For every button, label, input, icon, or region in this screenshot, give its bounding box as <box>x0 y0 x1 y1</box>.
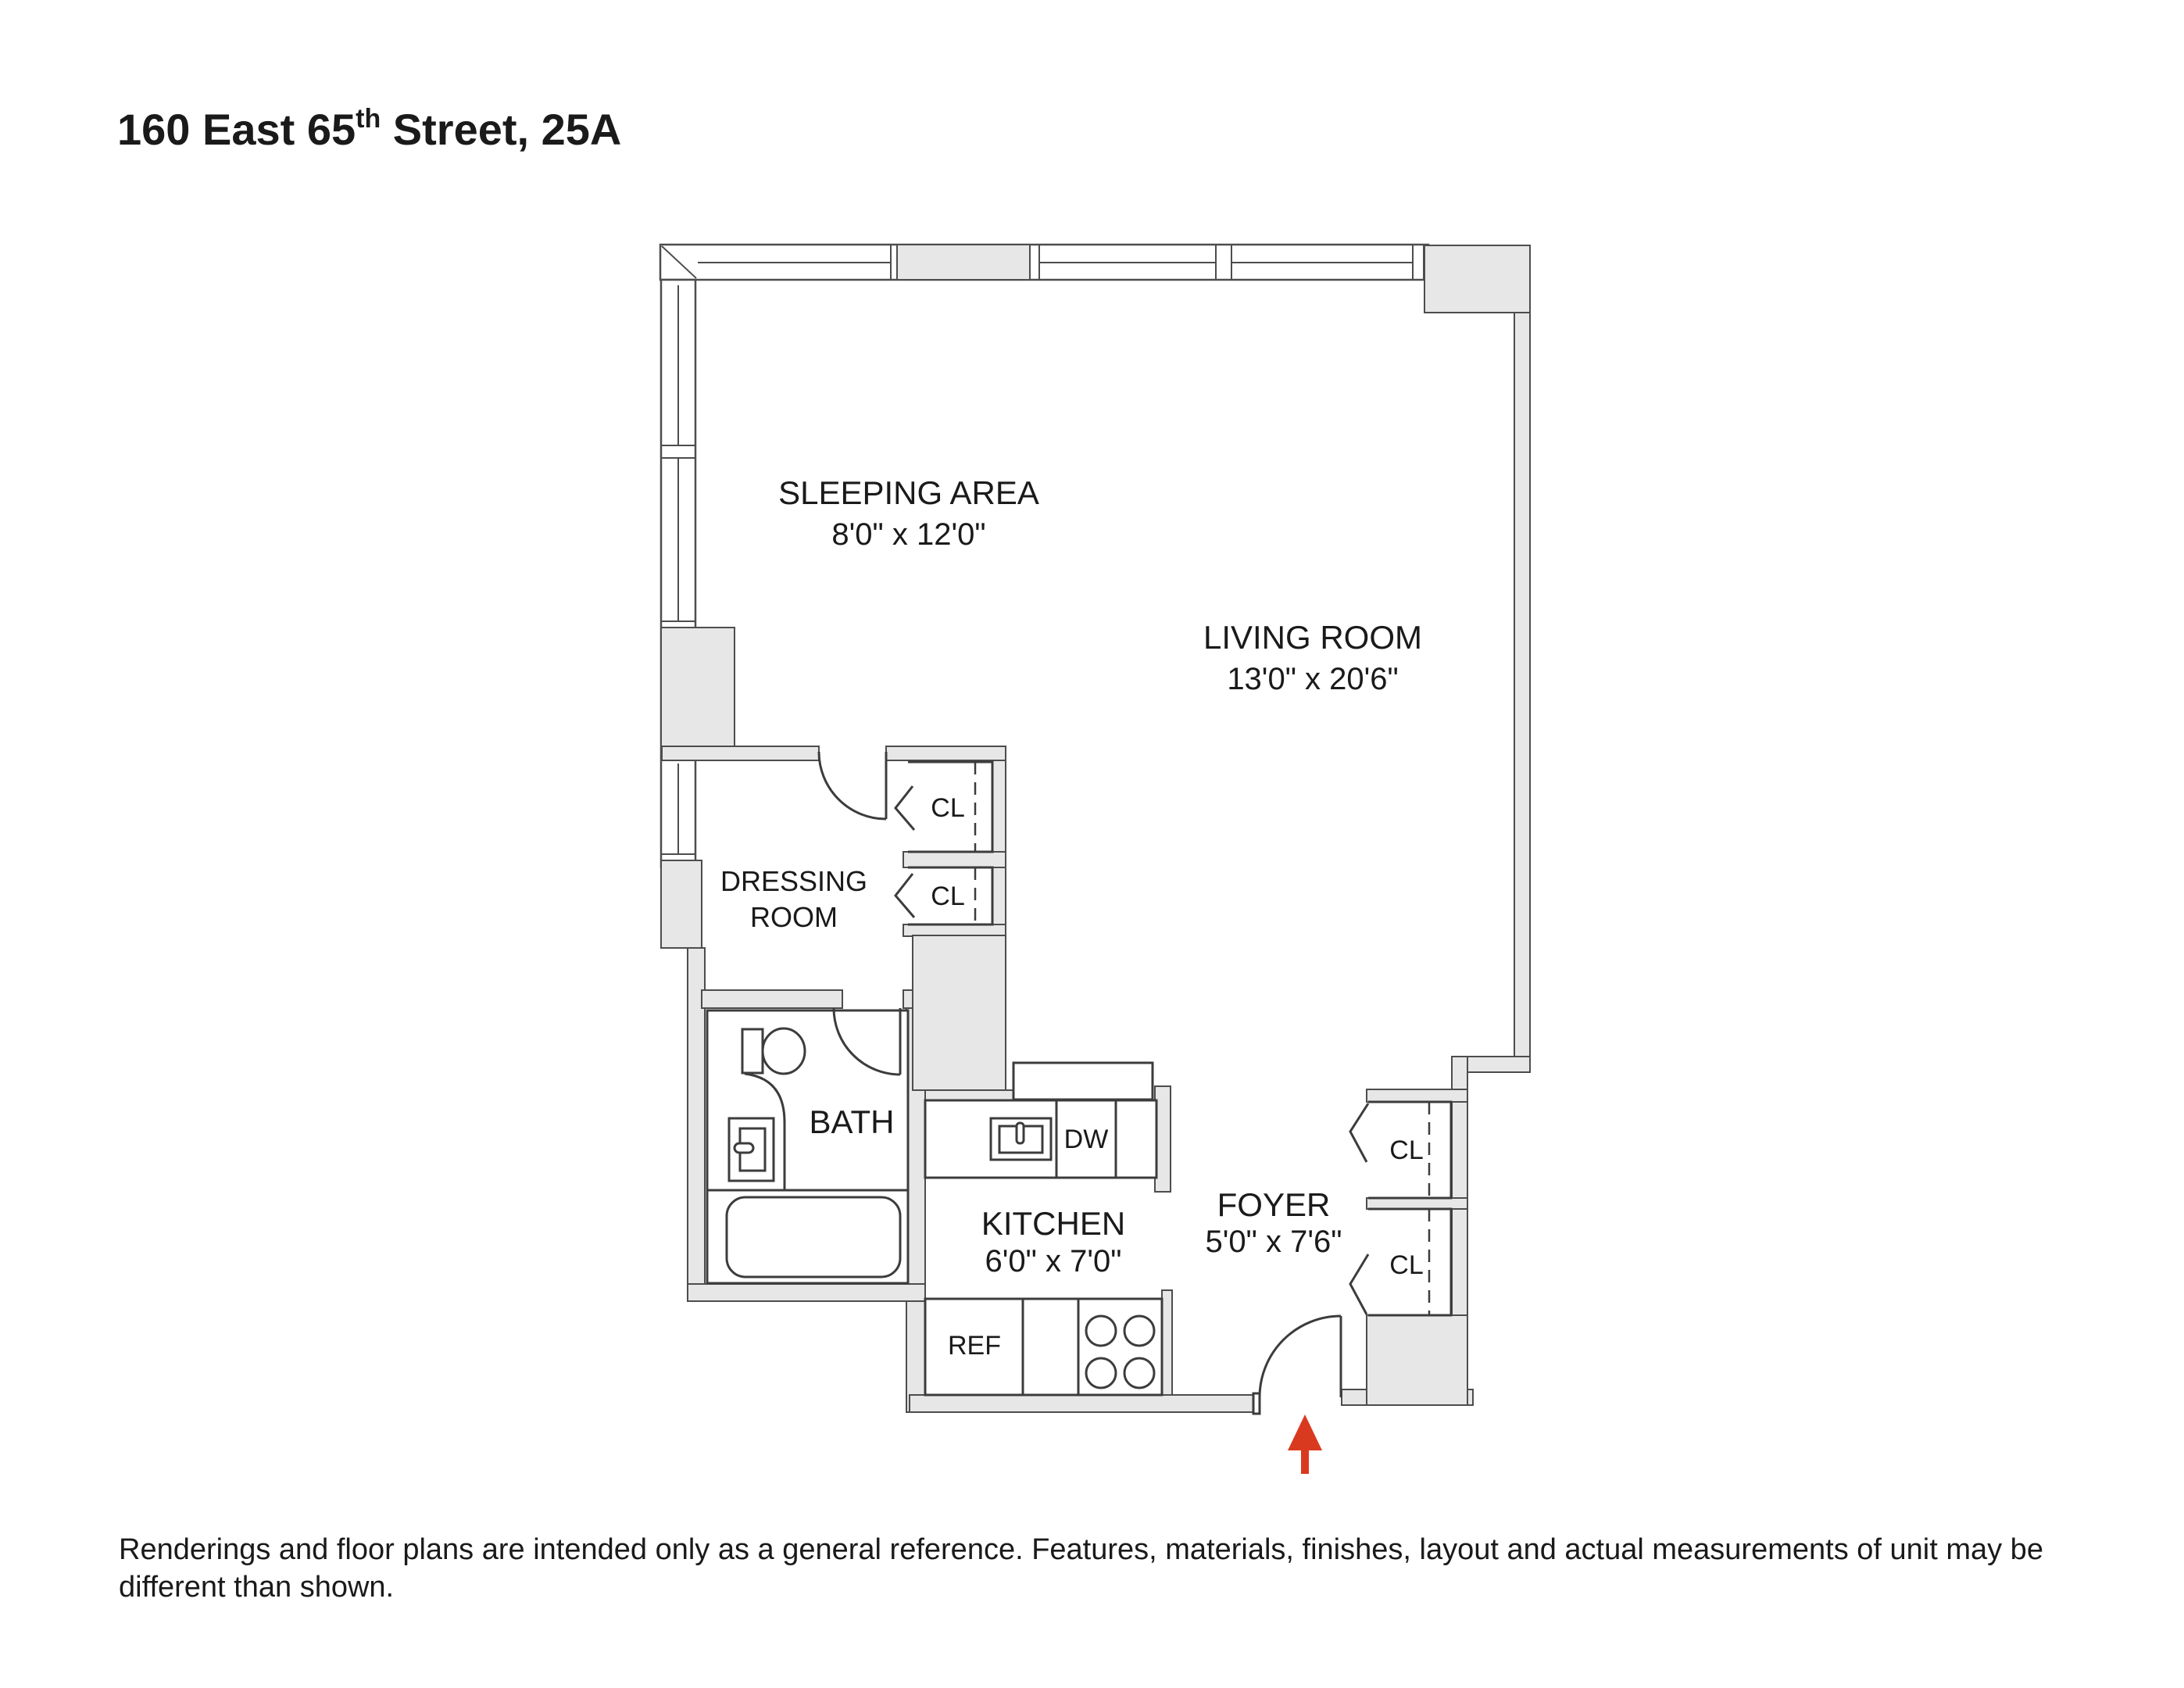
page-title: 160 East 65th Street, 25A <box>117 104 621 154</box>
entry-door-frame <box>1252 1392 1261 1415</box>
kitchen-appliance-row <box>924 1297 1163 1397</box>
foyer-closet-divider <box>1366 1197 1468 1210</box>
center-wall-block <box>912 935 1006 1091</box>
foyer-closet-lower-label: CL <box>1389 1250 1423 1280</box>
walls <box>660 244 1531 1413</box>
foyer-closet-top-band <box>1366 1089 1468 1103</box>
kitchen-appliance-dividers <box>1021 1299 1080 1395</box>
dressing-closet-bottom-band <box>903 924 1006 937</box>
sleeping-area-label: SLEEPING AREA <box>778 474 1039 511</box>
top-right-corner-column <box>1424 245 1531 313</box>
kitchen-room <box>924 1061 1163 1397</box>
entry-door-swing <box>1258 1314 1342 1398</box>
left-wall-column <box>660 627 735 747</box>
foyer-dims: 5'0" x 7'6" <box>1206 1225 1342 1259</box>
closet-door-chevrons <box>894 785 1370 1315</box>
dressing-closet-lower-box <box>908 866 994 926</box>
dressing-closet-right-strip <box>992 760 1006 936</box>
window-walls <box>659 243 1430 869</box>
foyer-label: FOYER <box>1217 1186 1331 1223</box>
disclaimer: Renderings and floor plans are intended … <box>119 1533 2043 1604</box>
dressing-closet-upper-box <box>908 760 994 853</box>
bath-door-swing <box>832 1007 902 1076</box>
kitchen-sink-fixture <box>989 1117 1053 1161</box>
closets <box>894 760 1453 1317</box>
corner-bevel-line <box>661 245 697 279</box>
bathtub-fixture <box>725 1196 902 1279</box>
kitchen-top-wall <box>924 1089 1014 1101</box>
doors <box>817 751 1342 1415</box>
foyer-closet-upper-box <box>1368 1100 1453 1200</box>
dressing-door-swing <box>817 751 888 821</box>
dressing-room-label-line2: ROOM <box>750 901 838 933</box>
page-title-suffix: Street, 25A <box>381 105 621 154</box>
dressing-top-wall-right <box>885 746 1006 761</box>
foyer-closet-bottom-mass <box>1366 1314 1468 1406</box>
bath-room <box>706 1009 910 1285</box>
right-wall-upper <box>1514 312 1531 1073</box>
page-title-main: 160 East 65 <box>117 105 356 154</box>
refrigerator-label: REF <box>948 1331 1001 1361</box>
living-room-label: LIVING ROOM <box>1203 619 1422 656</box>
living-room-dims: 13'0" x 20'6" <box>1227 662 1398 696</box>
disclaimer-line1: Renderings and floor plans are intended … <box>119 1533 2043 1566</box>
dressing-closet-upper-label: CL <box>931 793 964 823</box>
kitchen-counter-dividers <box>1055 1100 1117 1178</box>
foyer-closet-upper-label: CL <box>1389 1135 1423 1165</box>
dressing-room-label-line1: DRESSING <box>720 865 867 897</box>
foyer-kitchen-wall-lower <box>1161 1289 1173 1398</box>
dressing-bottom-wall-left <box>701 989 843 1009</box>
left-wall-lower <box>660 860 702 949</box>
closet-rod-dashes <box>974 762 1431 1315</box>
sleeping-area-dims: 8'0" x 12'0" <box>831 517 985 552</box>
bath-bottom-wall <box>687 1283 926 1302</box>
room-labels: SLEEPING AREA 8'0" x 12'0" LIVING ROOM 1… <box>720 474 1424 1361</box>
disclaimer-line2: different than shown. <box>119 1571 394 1604</box>
kitchen-dims: 6'0" x 7'0" <box>985 1244 1122 1279</box>
dressing-closet-divider <box>903 851 1006 868</box>
bath-sink-fixture <box>727 1117 775 1182</box>
dressing-top-wall-left <box>661 746 820 761</box>
dishwasher-label: DW <box>1064 1125 1109 1154</box>
bath-plumbing-wall-curve <box>744 1072 786 1189</box>
toilet-fixture <box>741 1027 806 1075</box>
stove-burners-icon <box>1085 1314 1156 1389</box>
foyer-closet-lower-box <box>1368 1207 1453 1317</box>
dressing-closet-lower-label: CL <box>931 882 964 911</box>
kitchen-bottom-wall <box>909 1394 1260 1413</box>
kitchen-label: KITCHEN <box>981 1205 1125 1242</box>
top-wall-gray-segment <box>896 244 1031 281</box>
bath-label: BATH <box>810 1103 895 1140</box>
page-title-superscript: th <box>356 104 381 134</box>
entry-arrow-icon <box>1288 1414 1322 1474</box>
pass-through-counter <box>1012 1061 1154 1101</box>
